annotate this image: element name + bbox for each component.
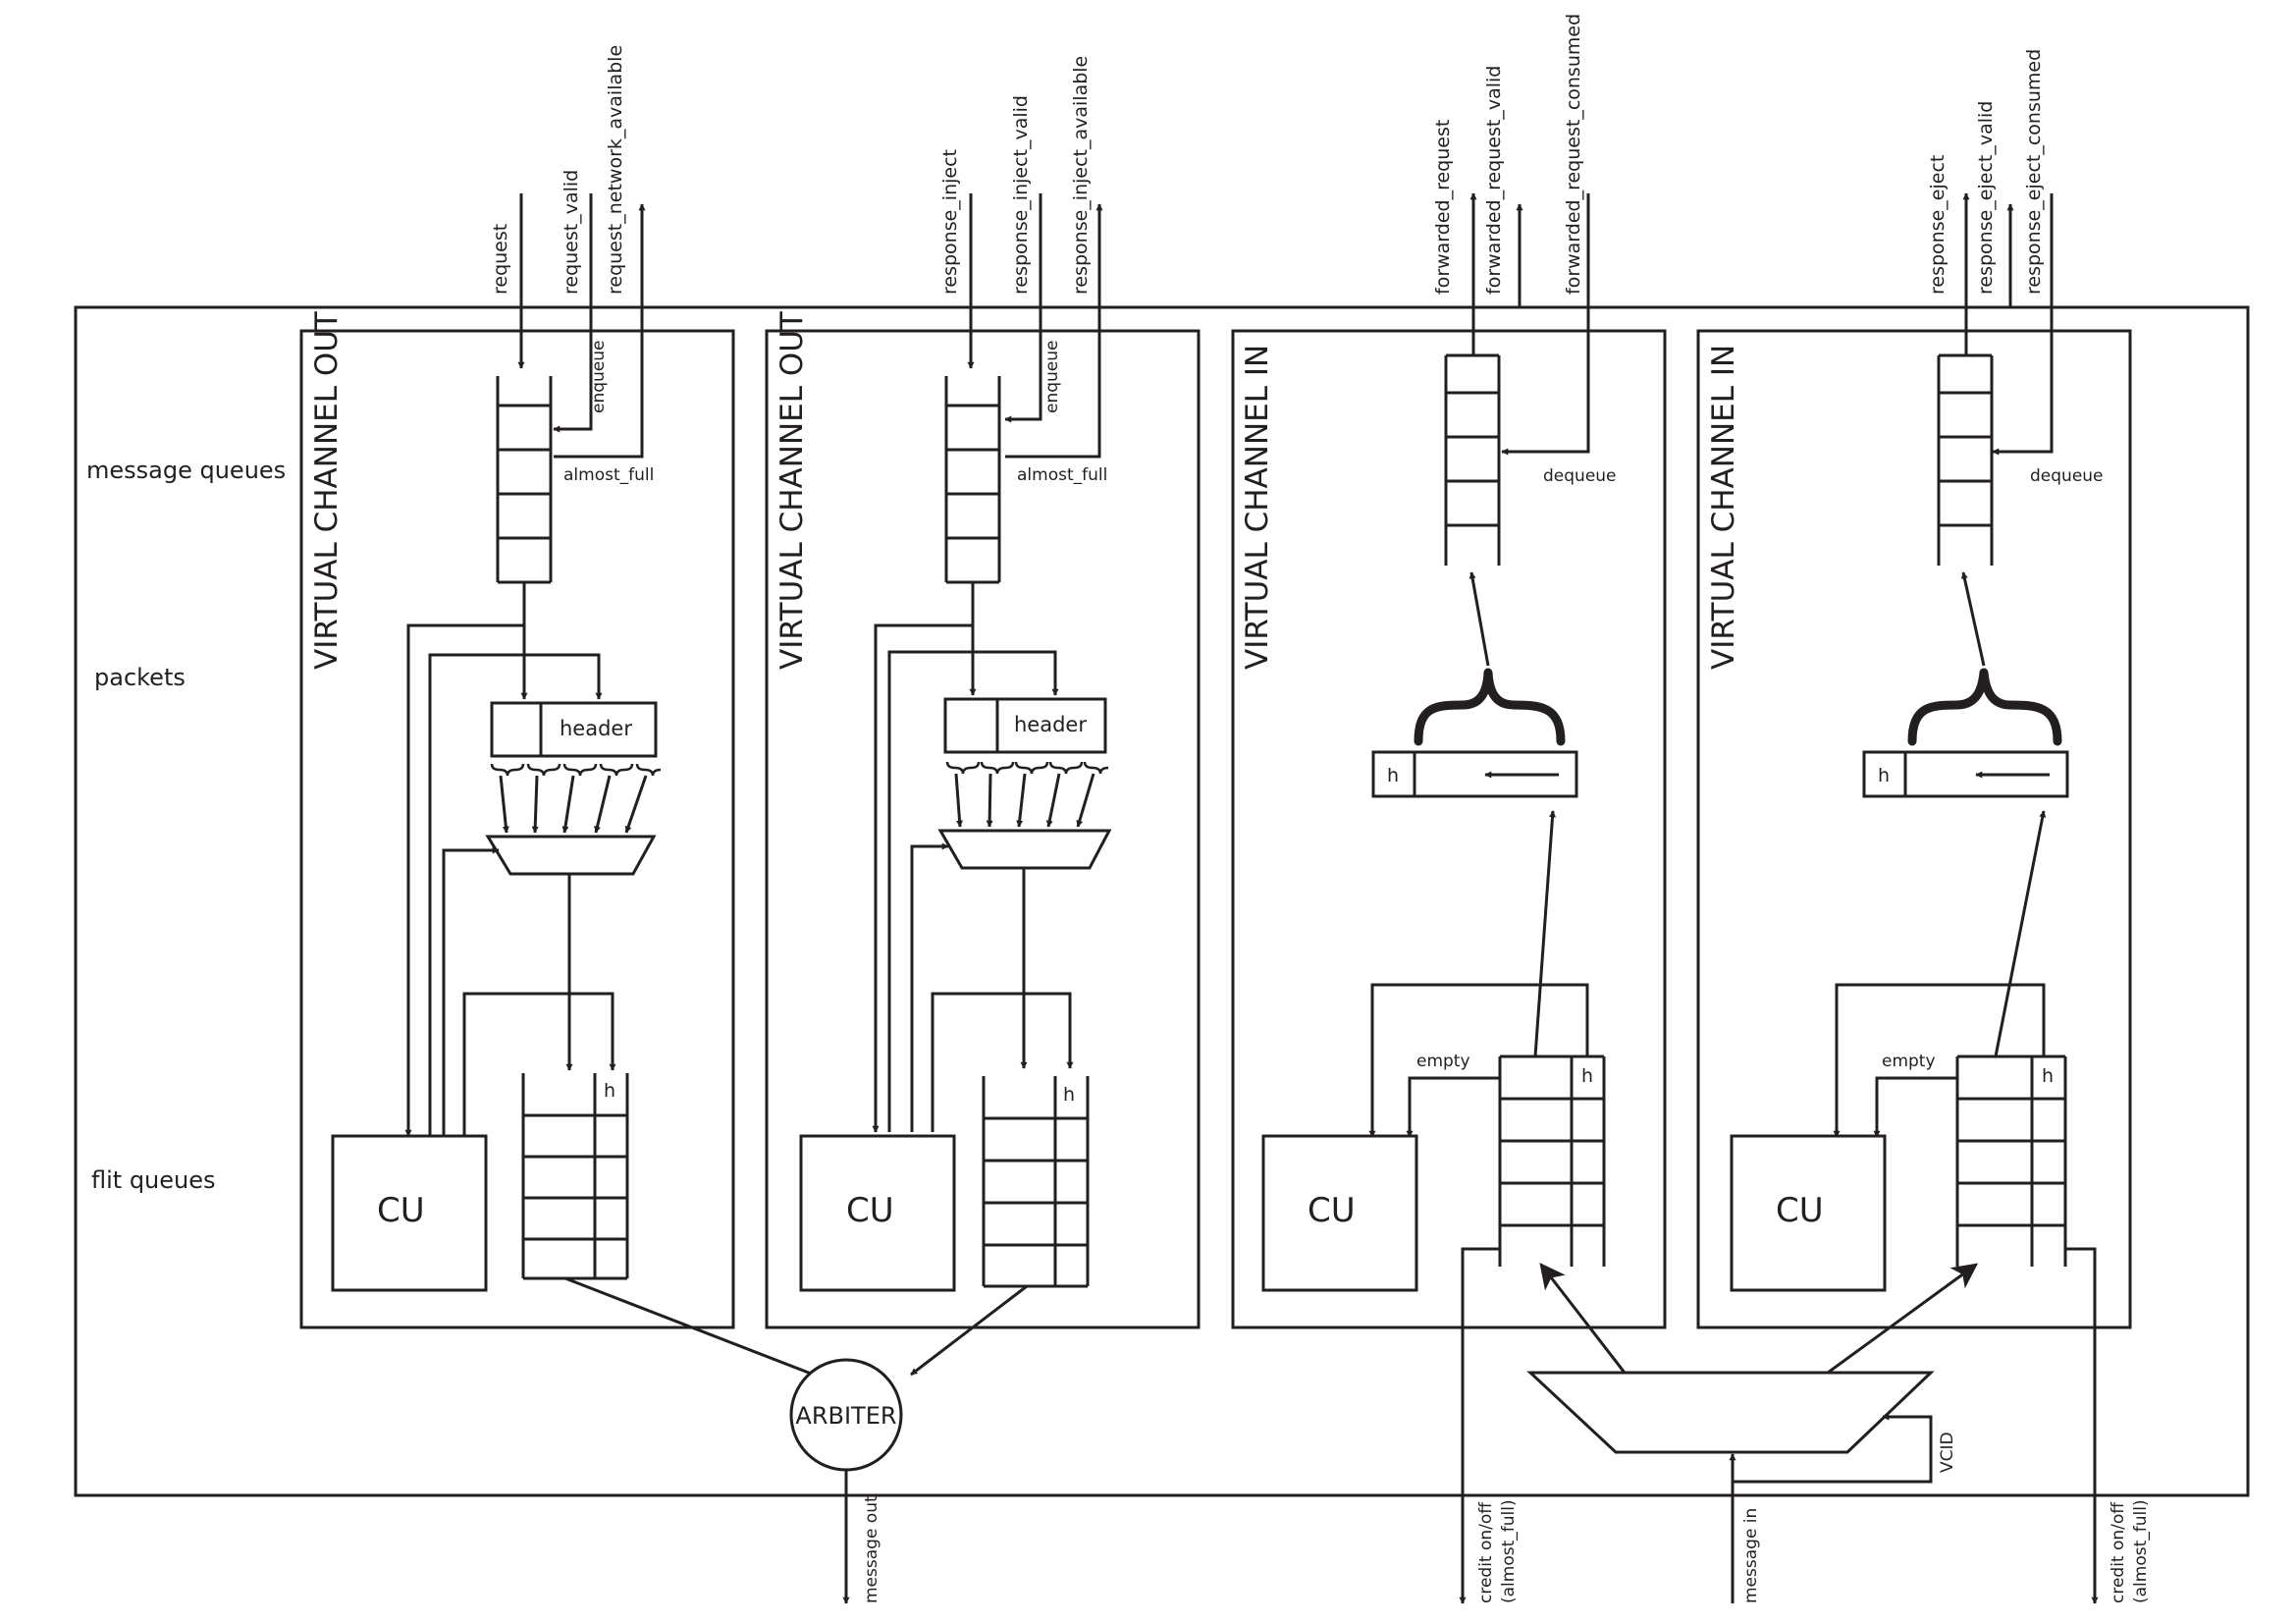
vc-out-2-signal-available: response_inject_available [1070,56,1092,295]
vc-out-1-signal-request: request [490,224,511,295]
vc-in-2-brace [1907,668,2062,746]
vc-in-1-signal-valid: forwarded_request_valid [1483,66,1505,295]
vc-in-2-cu-label: CU [1776,1191,1824,1230]
vc-out-2-almost-full-label: almost_full [1017,465,1107,485]
vc-out-1-header-packet: header [490,701,658,758]
vc-out-1-header-label: header [560,717,632,740]
vc-in-1-empty-label: empty [1416,1052,1470,1071]
vc-out-1-h-label: h [604,1080,615,1102]
vc-out-2-control-unit [799,1134,956,1292]
vc-in-1: VIRTUAL CHANNEL IN forwarded_request for… [1231,14,1667,1604]
vc-out-1-title: VIRTUAL CHANNEL OUT [309,310,345,670]
arbiter-label: ARBITER [795,1402,896,1430]
vc-in-2-title: VIRTUAL CHANNEL IN [1706,345,1741,670]
vc-in-1-signal-request: forwarded_request [1432,120,1454,295]
vc-in-1-packet-register: h [1371,750,1578,798]
credit-2-line-2: (almost_full) [2131,1499,2151,1603]
credit-2-line-1: credit on/off [2109,1501,2128,1603]
vc-in-1-cu-label: CU [1308,1191,1356,1230]
vc-out-2-signal-inject: response_inject [939,149,961,295]
vc-out-1-enqueue-label: enqueue [589,341,609,414]
row-label-packets: packets [94,664,186,691]
vc-in-1-control-unit [1261,1134,1418,1292]
vc-in-1-title: VIRTUAL CHANNEL IN [1240,345,1275,670]
vc-out-2-signal-valid: response_inject_valid [1010,95,1032,295]
vc-in-2-packet-h-label: h [1878,765,1890,786]
vc-out-1-mux [485,835,657,876]
vc-in-2-packet-register: h [1862,750,2069,798]
vc-in-2-flit-h-label: h [2042,1065,2054,1087]
vc-in-1-brace [1414,668,1566,746]
row-label-message-queues: message queues [86,457,286,484]
message-in-label: message in [1741,1508,1761,1603]
vc-out-2-mux [937,829,1112,870]
vc-out-1-flit-queue: h [521,1073,629,1280]
vc-in-1-flit-h-label: h [1581,1065,1593,1087]
vc-out-1-cu-label: CU [377,1191,425,1230]
vc-out-2-flit-queue: h [982,1076,1090,1288]
vc-in-2-signal-valid: response_eject_valid [1975,101,1997,295]
vc-out-2-header-packet: header [943,697,1107,754]
credit-1-line-2: (almost_full) [1499,1499,1519,1603]
vc-in-2-signal-eject: response_eject [1927,155,1949,295]
vc-out-1-signal-available: request_network_available [605,45,626,295]
credit-1-line-1: credit on/off [1476,1501,1496,1603]
vc-in-1-packet-h-label: h [1387,765,1399,786]
vc-in-1-message-queue [1444,353,1501,566]
vc-out-1-signal-valid: request_valid [561,170,582,295]
vc-out-2-cu-label: CU [846,1191,894,1230]
vc-in-1-flit-queue: h [1498,1055,1606,1267]
vcid-label: VCID [1938,1432,1957,1473]
vc-out-1-almost-full-label: almost_full [563,465,654,485]
vc-out-2-header-label: header [1014,713,1087,736]
arbiter: ARBITER [789,1358,903,1472]
vc-out-1-control-unit [331,1134,488,1292]
vc-out-2-title: VIRTUAL CHANNEL OUT [774,310,810,670]
vc-in-1-dequeue-label: dequeue [1543,466,1617,486]
vc-out-2-enqueue-label: enqueue [1042,341,1062,414]
row-label-flit-queues: flit queues [91,1166,216,1194]
message-out-label: message out [862,1495,881,1603]
vc-in-2-dequeue-label: dequeue [2030,466,2104,486]
vc-in-2-flit-queue: h [1955,1055,2067,1267]
vc-in-2-message-queue [1937,353,1994,566]
vc-in-2-control-unit [1730,1134,1887,1292]
vc-in-1-signal-consumed: forwarded_request_consumed [1563,14,1584,295]
vc-in-2-empty-label: empty [1882,1052,1936,1071]
vc-in-2: VIRTUAL CHANNEL IN response_eject respon… [1696,49,2132,1604]
input-demux [1526,1371,1935,1454]
vc-out-2-h-label: h [1063,1084,1075,1106]
vc-in-2-signal-consumed: response_eject_consumed [2023,49,2045,295]
vc-out-1: VIRTUAL CHANNEL OUT request request_vali… [299,45,820,1379]
vc-out-2: VIRTUAL CHANNEL OUT response_inject resp… [765,56,1201,1377]
